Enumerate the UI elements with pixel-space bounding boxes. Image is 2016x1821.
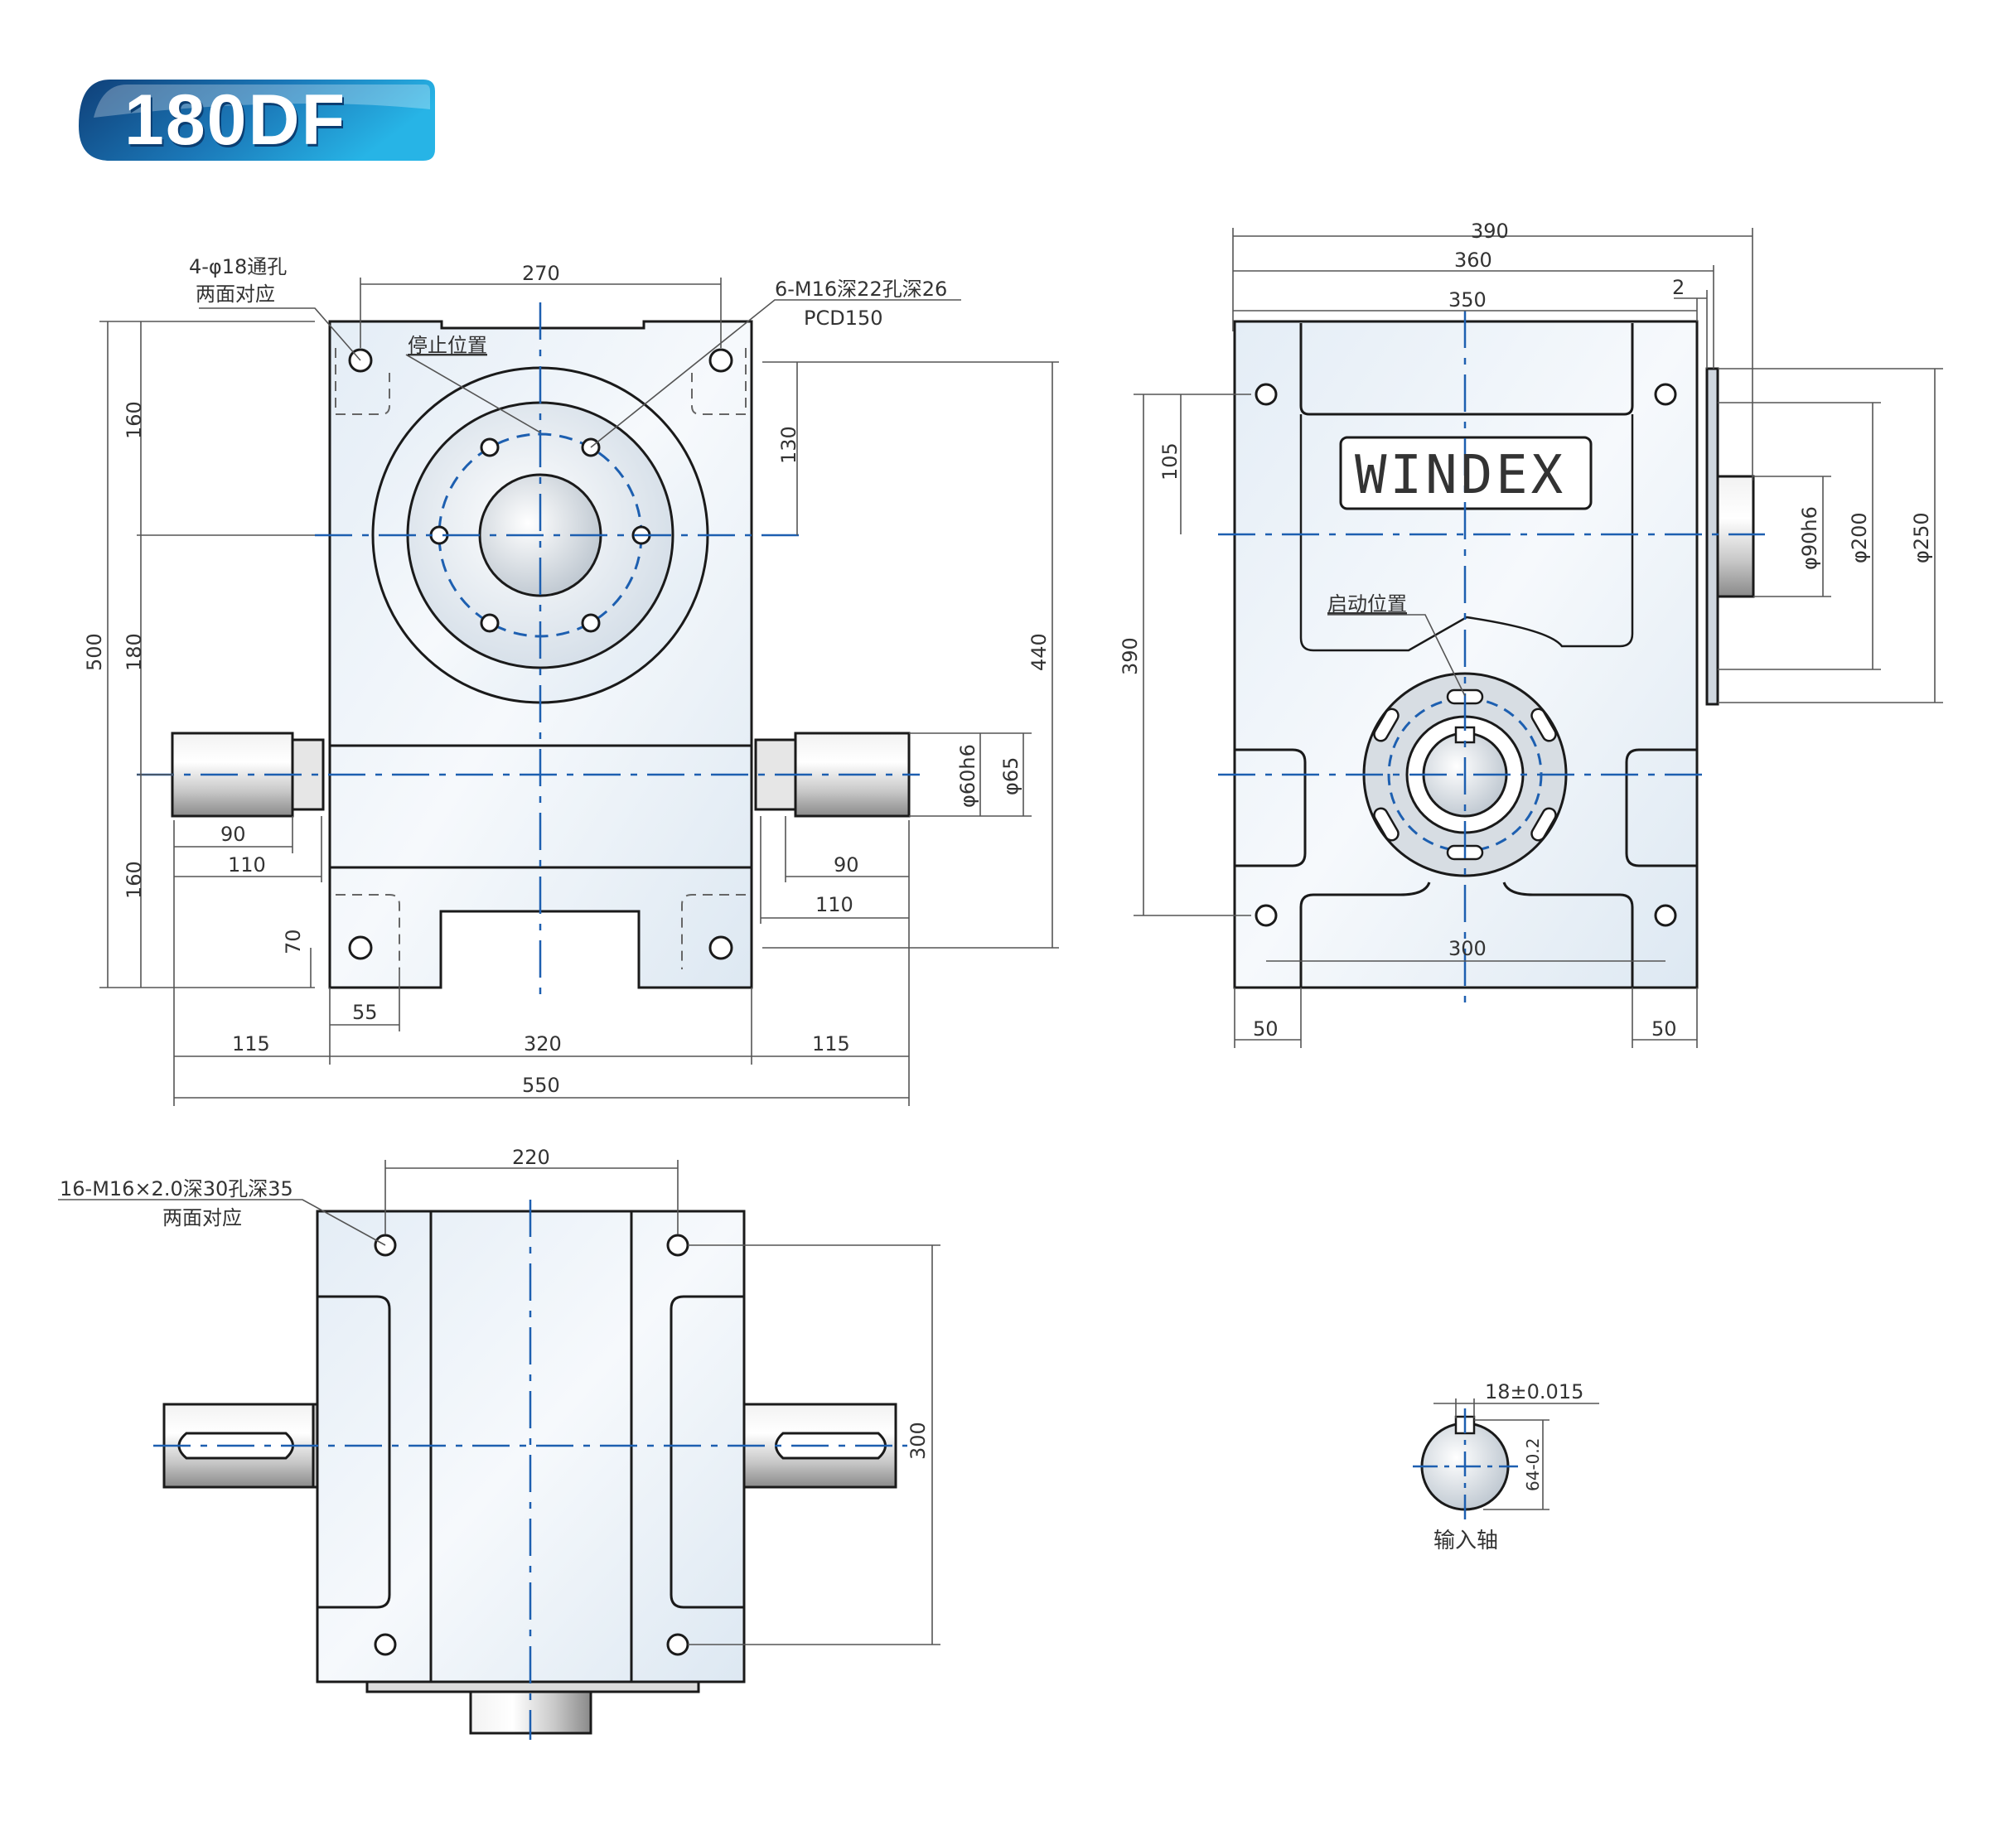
- front-note-pcd: PCD150: [804, 307, 883, 330]
- dim-115-left: 115: [232, 1032, 270, 1055]
- front-stop-position: 停止位置: [408, 334, 487, 357]
- top-note-holes: 16-M16×2.0深30孔深35: [60, 1177, 293, 1200]
- dim-50-right: 50: [1651, 1017, 1677, 1041]
- brand-name: WINDEX: [1355, 445, 1566, 506]
- dim-300-side: 300: [1448, 937, 1487, 960]
- page-title: 180DF: [124, 80, 347, 160]
- dim-50-left: 50: [1253, 1017, 1279, 1041]
- dim-160a: 160: [123, 401, 146, 439]
- dim-115-right: 115: [812, 1032, 850, 1055]
- dim-250: φ250: [1910, 512, 1933, 563]
- front-labels: 4-φ18通孔 两面对应 6-M16深22孔深26 PCD150 停止位置 27…: [83, 255, 1051, 1097]
- dim-90h6: φ90h6: [1798, 506, 1821, 570]
- dim-180: 180: [123, 633, 146, 671]
- dim-70: 70: [282, 929, 305, 954]
- dim-390-width: 390: [1471, 220, 1509, 243]
- dim-110-left: 110: [228, 853, 266, 877]
- front-note-tap: 6-M16深22孔深26: [775, 278, 947, 301]
- dim-390-height: 390: [1119, 637, 1142, 675]
- shaft-labels: 18±0.015 64-0.2 输入轴: [1433, 1380, 1583, 1553]
- brand-text: WINDEX: [1355, 445, 1566, 506]
- dim-60h6: φ60h6: [956, 744, 979, 808]
- dim-550: 550: [522, 1074, 560, 1097]
- title-badge: [77, 76, 438, 164]
- dim-440: 440: [1027, 633, 1051, 671]
- top-note-holes-2: 两面对应: [162, 1206, 242, 1229]
- dim-220: 220: [512, 1146, 550, 1169]
- dim-90-right: 90: [834, 853, 859, 877]
- dim-55: 55: [352, 1001, 378, 1024]
- dim-105: 105: [1158, 442, 1182, 481]
- dim-320: 320: [524, 1032, 562, 1055]
- dim-200: φ200: [1848, 512, 1871, 563]
- side-view: [1233, 320, 1755, 989]
- dim-500: 500: [83, 633, 106, 671]
- side-start-position: 启动位置: [1327, 592, 1407, 616]
- shaft-key-width: 18±0.015: [1485, 1380, 1583, 1403]
- front-dimension-lines: [99, 278, 1059, 1106]
- top-labels: 16-M16×2.0深30孔深35 两面对应 220 300: [60, 1146, 930, 1460]
- front-note-holes-2: 两面对应: [196, 283, 275, 306]
- dim-360: 360: [1454, 249, 1492, 272]
- dim-350: 350: [1448, 288, 1487, 312]
- shaft-label: 输入轴: [1433, 1529, 1498, 1553]
- dim-90-left: 90: [220, 823, 246, 846]
- dim-130: 130: [777, 426, 800, 464]
- shaft-depth: 64-0.2: [1523, 1438, 1543, 1491]
- front-note-holes: 4-φ18通孔: [189, 255, 287, 278]
- dim-270: 270: [522, 262, 560, 285]
- dim-2: 2: [1672, 276, 1685, 299]
- dim-160b: 160: [123, 861, 146, 899]
- side-dimension-lines: [1134, 228, 1943, 1048]
- top-dimension-lines: [58, 1160, 940, 1645]
- dim-65: φ65: [999, 757, 1023, 795]
- side-output-flange: [1716, 475, 1755, 598]
- dim-110-right: 110: [815, 893, 853, 916]
- side-labels: 390 360 350 2 105 390 φ90h6 φ200 φ250 启动…: [1119, 220, 1933, 1041]
- shaft-dimension-lines: [1433, 1398, 1599, 1510]
- dim-300-top: 300: [906, 1422, 930, 1460]
